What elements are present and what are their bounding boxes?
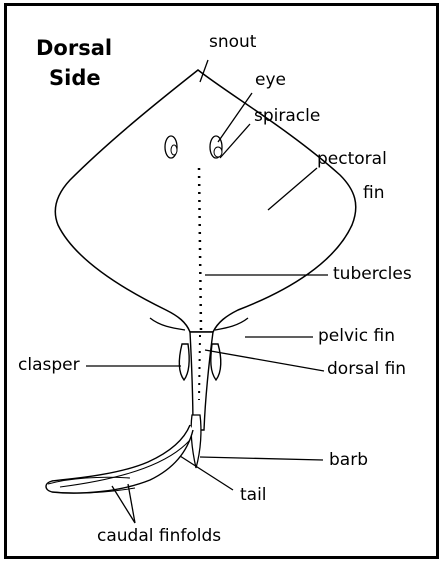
label-tail: tail [240, 487, 267, 504]
label-dorsal-fin: dorsal fin [327, 361, 406, 378]
label-pelvic-fin: pelvic fin [318, 328, 395, 345]
left-clasper [179, 344, 189, 380]
label-caudal-finfolds: caudal finfolds [97, 528, 221, 545]
label-pectoral: pectoral [317, 151, 387, 168]
right-eye-inner [214, 147, 222, 157]
right-clasper [211, 344, 221, 380]
tail-leader [180, 456, 233, 490]
label-spiracle: spiracle [254, 108, 320, 125]
title-side: Side [49, 68, 101, 89]
dorsal-fin-leader [205, 350, 324, 371]
tail-sweep [46, 425, 193, 493]
label-eye: eye [255, 72, 286, 89]
left-pelvic-fin [150, 318, 185, 330]
label-tubercles: tubercles [333, 266, 412, 283]
barb-leader [200, 457, 323, 460]
label-clasper: clasper [18, 357, 80, 374]
left-eye-inner [171, 145, 177, 155]
label-barb: barb [329, 452, 368, 469]
barb-spine [191, 415, 201, 468]
title-dorsal: Dorsal [36, 38, 112, 59]
label-snout: snout [209, 34, 256, 51]
label-fin: fin [363, 185, 384, 202]
